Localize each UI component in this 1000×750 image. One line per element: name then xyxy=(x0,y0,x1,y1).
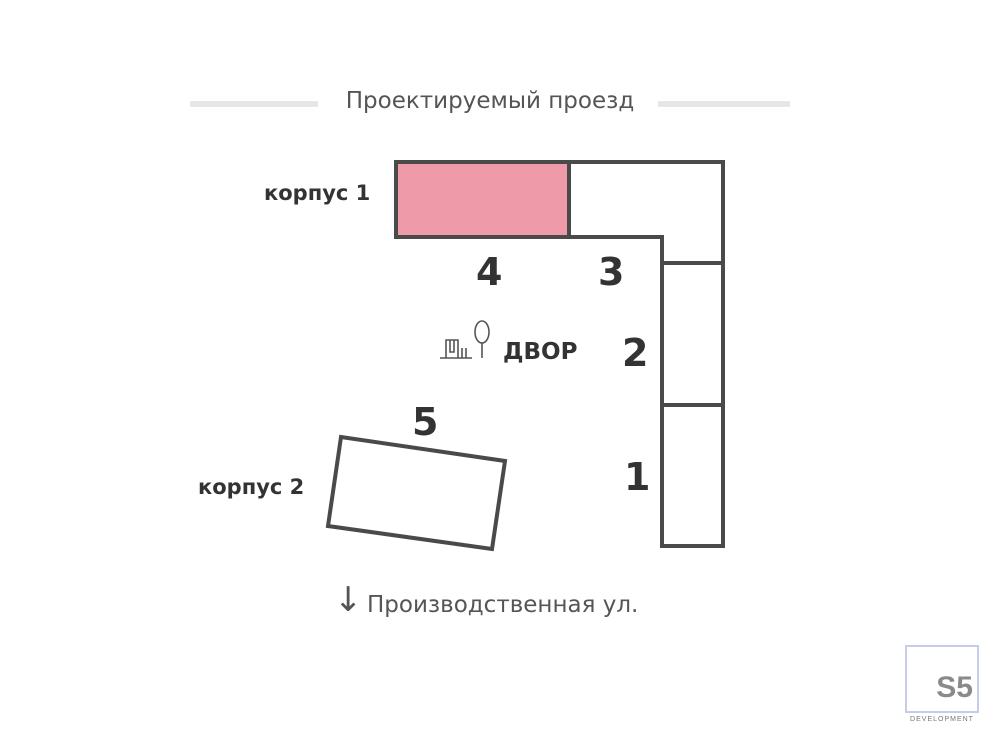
street-line-right xyxy=(658,101,790,107)
down-arrow-icon: ↓ xyxy=(334,580,363,620)
bottom-street-label: Производственная ул. xyxy=(367,592,639,618)
section-number-3: 3 xyxy=(598,250,625,294)
playground-tree-icon xyxy=(440,320,490,359)
corpus-1-outline xyxy=(394,160,725,548)
logo-mark: S5 xyxy=(936,671,973,704)
yard-label: ДВОР xyxy=(503,339,578,365)
section-number-4: 4 xyxy=(476,250,503,294)
section-number-2: 2 xyxy=(622,331,649,375)
section-number-5: 5 xyxy=(412,400,439,444)
corpus-2-outline xyxy=(325,434,508,552)
logo-subtitle: DEVELOPMENT xyxy=(910,716,974,723)
s5-logo: S5 xyxy=(905,645,979,713)
street-line-left xyxy=(190,101,318,107)
section-4-highlight xyxy=(398,164,569,237)
corpus-1-label: корпус 1 xyxy=(264,181,371,205)
top-street-label: Проектируемый проезд xyxy=(345,88,635,114)
corpus-2-label: корпус 2 xyxy=(198,475,305,499)
section-number-1: 1 xyxy=(624,455,651,499)
